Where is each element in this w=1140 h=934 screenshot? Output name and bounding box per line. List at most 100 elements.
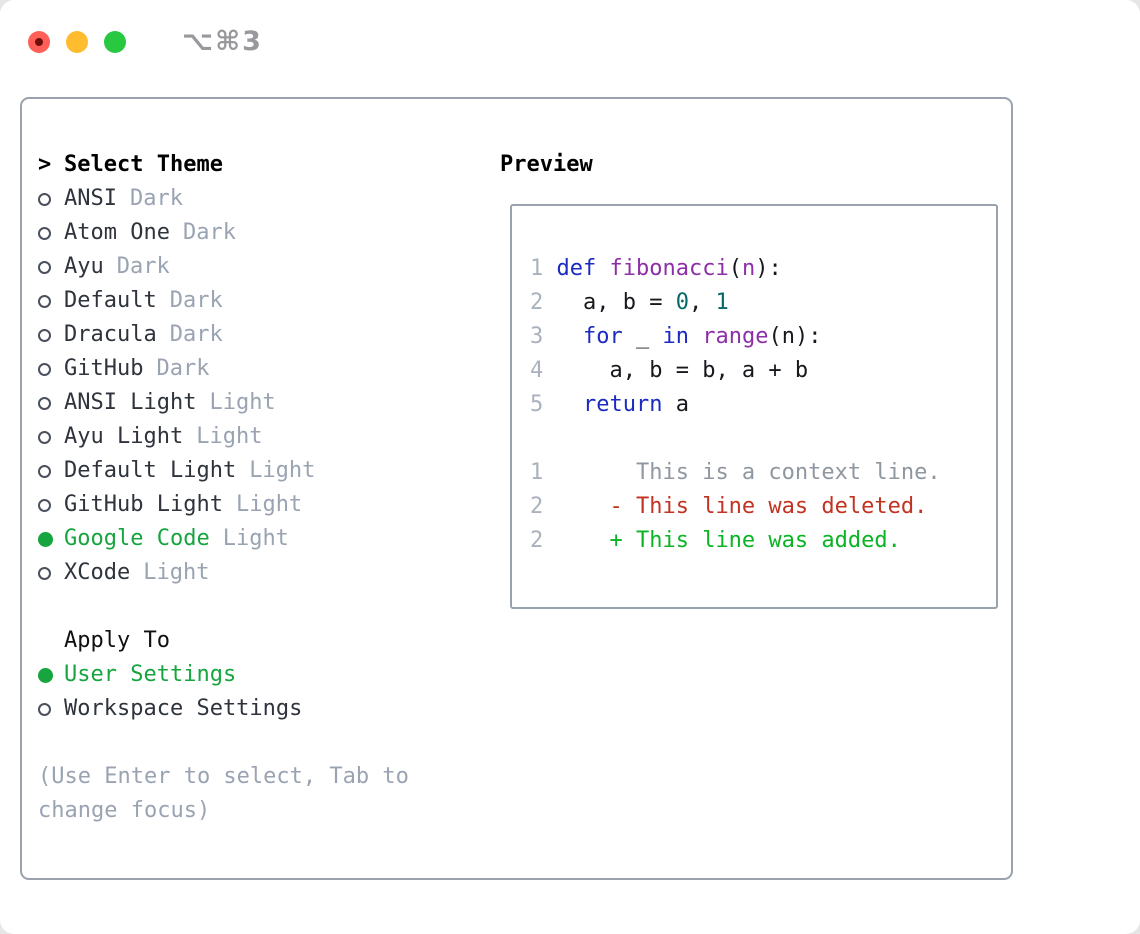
radio-icon [38, 702, 64, 716]
code-line: 5 return a [530, 388, 996, 422]
code-segment: , [688, 290, 716, 315]
line-number: 1 [530, 460, 557, 485]
code-segment: - This line was deleted. [556, 494, 928, 519]
code-segment [596, 256, 609, 281]
close-button[interactable] [28, 30, 50, 53]
code-line: 3 for _ in range(n): [530, 320, 996, 354]
option-label: ANSI Light [64, 390, 197, 415]
option-label: Google Code [64, 526, 210, 551]
preview-title: Preview [500, 152, 593, 177]
code-segment: ( [728, 256, 742, 281]
code-line: 4 a, b = b, a + b [530, 354, 996, 388]
maximize-button[interactable] [104, 30, 126, 53]
radio-icon [38, 192, 64, 206]
code-segment: for [583, 324, 623, 349]
code-line: 2 - This line was deleted. [530, 490, 996, 524]
line-number: 2 [530, 528, 557, 553]
code-segment: a [662, 392, 689, 417]
code-segment [557, 392, 584, 417]
code-line: 2 + This line was added. [530, 524, 996, 558]
apply-to-option[interactable]: Workspace Settings [38, 692, 450, 726]
radio-icon [38, 294, 64, 308]
code-segment: + This line was added. [556, 528, 901, 553]
code-segment: in [662, 324, 690, 349]
option-label: Atom One [64, 220, 170, 245]
code-segment: a, b = [556, 290, 676, 315]
selector-header: > Select Theme [38, 148, 450, 182]
line-number: 5 [530, 392, 557, 417]
code-segment: return [583, 392, 663, 417]
selector-title: Select Theme [64, 152, 223, 177]
apply-to-header: Apply To [38, 624, 450, 658]
theme-option[interactable]: Ayu Light Light [38, 420, 450, 454]
line-number: 3 [530, 324, 557, 349]
option-label: Workspace Settings [64, 696, 303, 721]
radio-circle [38, 260, 51, 274]
window-title: ⌥⌘3 [182, 26, 263, 57]
code-segment: This is a context line. [556, 460, 941, 485]
radio-circle [38, 192, 51, 206]
radio-circle [38, 328, 51, 342]
apply-to-label: Apply To [64, 628, 170, 653]
theme-variant: Light [209, 390, 276, 415]
radio-icon [38, 226, 64, 240]
radio-circle [38, 702, 51, 716]
code-segment: 1 [715, 290, 729, 315]
option-label: Ayu [64, 254, 104, 279]
radio-circle [38, 531, 53, 547]
line-number: 2 [530, 290, 557, 315]
theme-variant: Light [222, 526, 289, 551]
code-line: 2 a, b = 0, 1 [530, 286, 996, 320]
theme-variant: Dark [116, 254, 170, 279]
radio-circle [38, 294, 51, 308]
option-label: Default [64, 288, 157, 313]
radio-circle [38, 464, 51, 478]
theme-variant: Dark [169, 322, 223, 347]
code-segment: n [741, 256, 756, 281]
theme-variant: Light [249, 458, 316, 483]
theme-variant: Dark [156, 356, 210, 381]
theme-variant: Light [196, 424, 263, 449]
theme-variant: Dark [182, 220, 236, 245]
option-label: ANSI [64, 186, 117, 211]
apply-to-option[interactable]: User Settings [38, 658, 450, 692]
radio-circle [38, 362, 51, 376]
keyboard-hint: (Use Enter to select, Tab to change focu… [38, 764, 409, 823]
theme-option[interactable]: Atom One Dark [38, 216, 450, 250]
code-segment: (n): [768, 324, 822, 349]
code-segment [689, 324, 702, 349]
line-number: 4 [530, 358, 557, 383]
theme-option[interactable]: Ayu Dark [38, 250, 450, 284]
code-line: 1 def fibonacci(n): [530, 252, 996, 286]
radio-icon [38, 430, 64, 444]
radio-icon [38, 328, 64, 342]
radio-circle [38, 667, 53, 683]
theme-option[interactable]: Google Code Light [38, 522, 450, 556]
line-number: 1 [530, 256, 557, 281]
radio-icon [38, 260, 64, 274]
option-label: XCode [64, 560, 131, 585]
minimize-button[interactable] [66, 30, 88, 53]
code-segment: _ [622, 324, 663, 349]
radio-circle [38, 430, 51, 444]
radio-circle [38, 566, 51, 580]
theme-option[interactable]: XCode Light [38, 556, 450, 590]
theme-option[interactable]: ANSI Light Light [38, 386, 450, 420]
code-segment: range [702, 324, 769, 349]
option-label: Ayu Light [64, 424, 184, 449]
line-number: 2 [530, 494, 557, 519]
option-label: User Settings [64, 662, 237, 687]
theme-variant: Light [143, 560, 210, 585]
radio-selected-icon [38, 531, 64, 547]
